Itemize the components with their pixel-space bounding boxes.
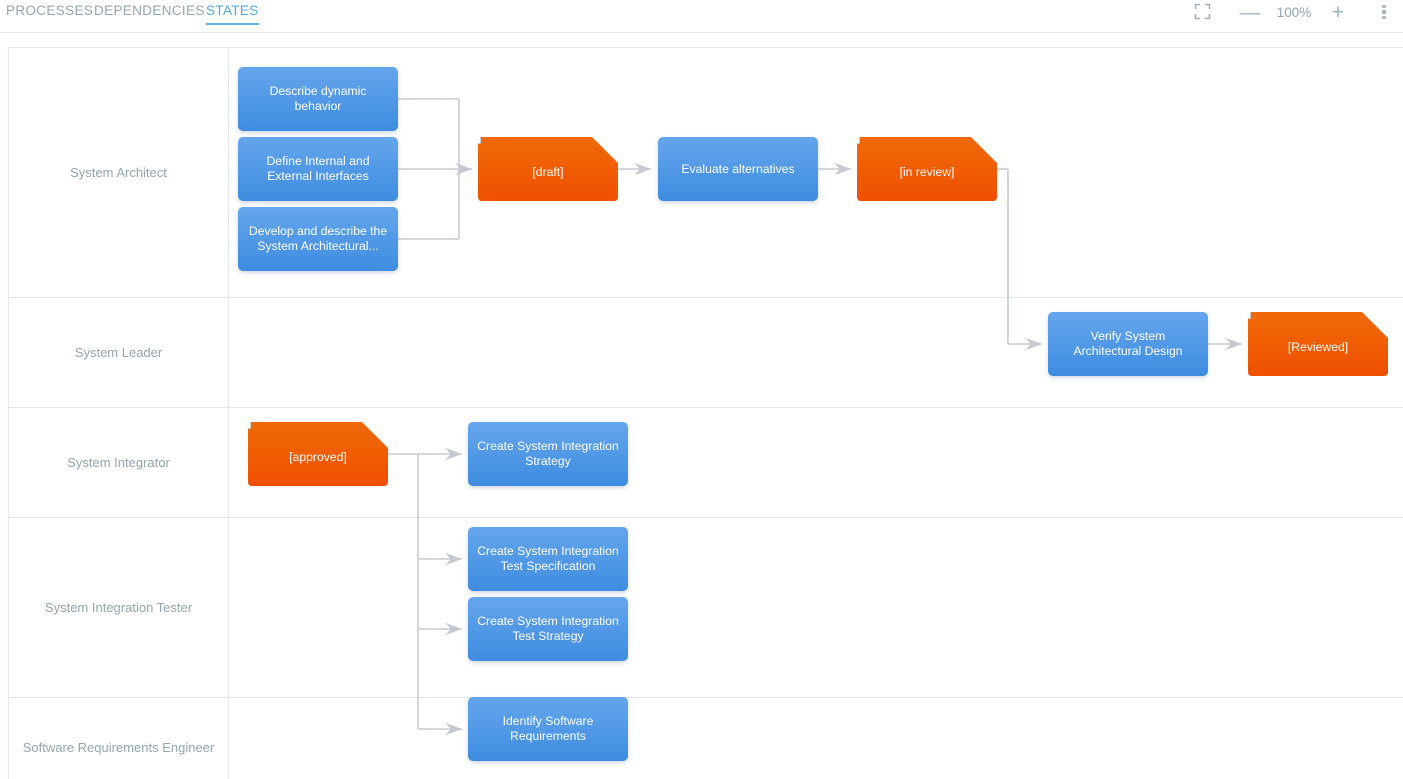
tab-dependencies[interactable]: DEPENDENCIES	[94, 3, 205, 18]
swimlane-label-system-architect: System Architect	[9, 48, 229, 297]
state-node-reviewed[interactable]: [Reviewed]	[1248, 312, 1388, 376]
activity-node-identify-software-requirements[interactable]: Identify Software Requirements	[468, 697, 628, 761]
activity-node-evaluate-alternatives[interactable]: Evaluate alternatives	[658, 137, 818, 201]
node-label: Describe dynamic behavior	[269, 84, 367, 113]
fit-to-screen-icon[interactable]	[1190, 3, 1214, 27]
swimlane-system-integrator: System Integrator	[9, 408, 1403, 518]
swimlane-grid: System Architect System Leader System In…	[8, 47, 1403, 779]
zoom-in-button[interactable]: +	[1331, 1, 1345, 24]
node-label: Develop and describe the System Architec…	[248, 224, 388, 253]
tab-states[interactable]: STATES	[206, 3, 259, 25]
activity-node-develop-system-architecture[interactable]: Develop and describe the System Architec…	[238, 207, 398, 271]
swimlane-system-integration-tester: System Integration Tester	[9, 518, 1403, 698]
node-label: Evaluate alternatives	[681, 161, 795, 176]
swimlane-system-architect: System Architect	[9, 48, 1403, 298]
activity-node-create-system-integration-strategy[interactable]: Create System Integration Strategy	[468, 422, 628, 486]
zoom-level-label[interactable]: 100%	[1276, 5, 1312, 20]
node-label: [draft]	[532, 164, 564, 179]
activity-node-verify-system-architectural-design[interactable]: Verify System Architectural Design	[1048, 312, 1208, 376]
swimlane-software-requirements-engineer: Software Requirements Engineer	[9, 698, 1403, 779]
swimlane-label-system-integration-tester: System Integration Tester	[9, 518, 229, 697]
state-node-draft[interactable]: [draft]	[478, 137, 618, 201]
node-label: [in review]	[899, 164, 955, 179]
node-label: Create System Integration Test Specifica…	[477, 544, 619, 573]
top-toolbar: PROCESSES DEPENDENCIES STATES — 100% +	[0, 0, 1403, 33]
tab-processes[interactable]: PROCESSES	[6, 3, 94, 18]
swimlane-label-software-requirements-engineer: Software Requirements Engineer	[9, 698, 229, 779]
node-label: Identify Software Requirements	[502, 714, 594, 743]
node-label: Verify System Architectural Design	[1073, 329, 1183, 358]
state-node-approved[interactable]: [approved]	[248, 422, 388, 486]
swimlane-label-system-integrator: System Integrator	[9, 408, 229, 517]
node-label: Create System Integration Test Strategy	[477, 614, 619, 643]
more-vertical-icon[interactable]	[1374, 2, 1394, 26]
zoom-out-button[interactable]: —	[1239, 1, 1261, 24]
activity-node-define-interfaces[interactable]: Define Internal and External Interfaces	[238, 137, 398, 201]
node-label: Create System Integration Strategy	[477, 439, 619, 468]
node-label: Define Internal and External Interfaces	[266, 154, 370, 183]
swimlane-label-system-leader: System Leader	[9, 298, 229, 407]
activity-node-create-system-integration-test-strategy[interactable]: Create System Integration Test Strategy	[468, 597, 628, 661]
activity-node-describe-dynamic-behavior[interactable]: Describe dynamic behavior	[238, 67, 398, 131]
state-node-in-review[interactable]: [in review]	[857, 137, 997, 201]
node-label: [Reviewed]	[1287, 339, 1349, 354]
node-label: [approved]	[289, 449, 347, 464]
diagram-canvas[interactable]: System Architect System Leader System In…	[0, 32, 1403, 779]
activity-node-create-system-integration-test-specification[interactable]: Create System Integration Test Specifica…	[468, 527, 628, 591]
swimlane-system-leader: System Leader	[9, 298, 1403, 408]
